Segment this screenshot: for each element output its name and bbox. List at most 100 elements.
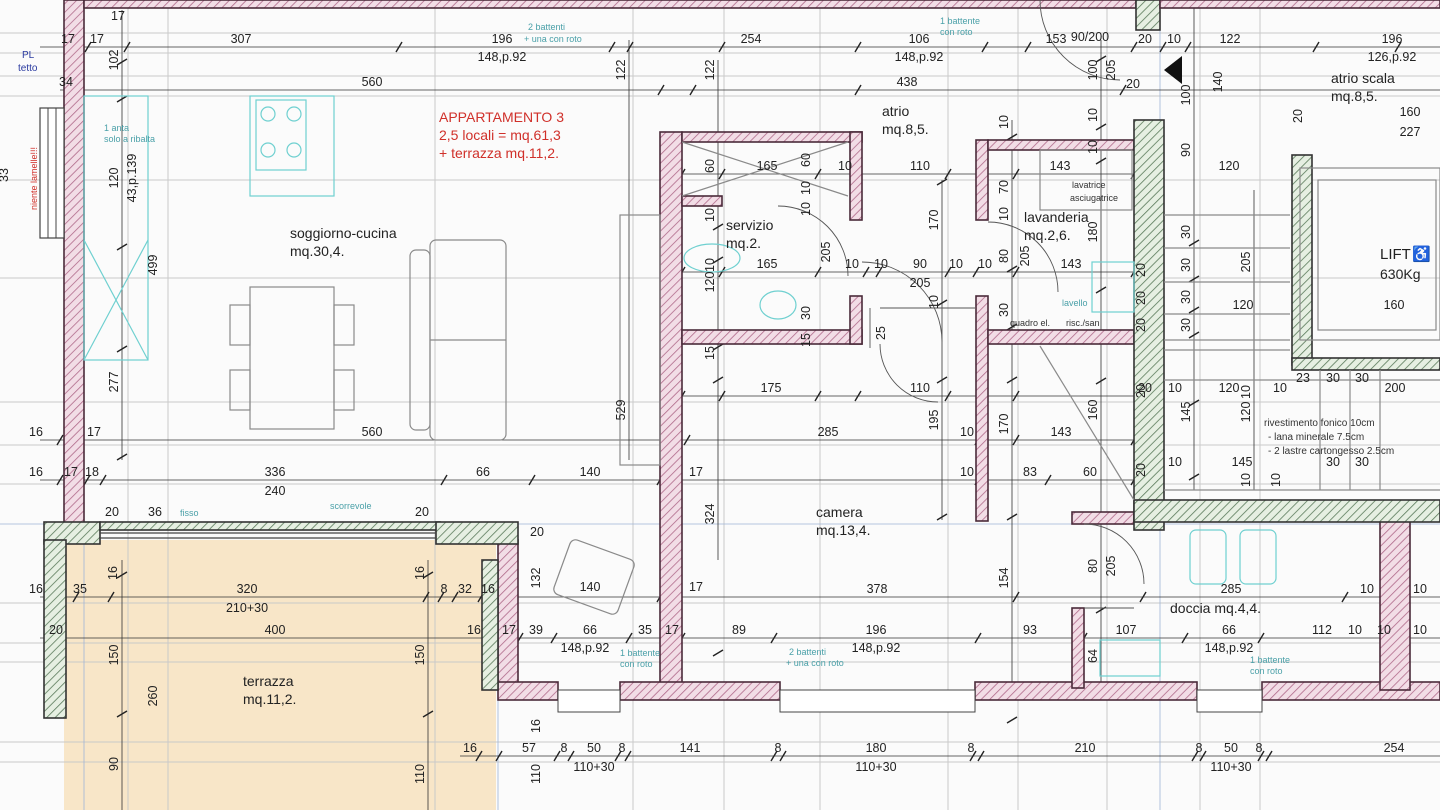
- vertical-dimension-label: 132: [529, 568, 543, 589]
- vertical-dimension-label: 60: [703, 159, 717, 173]
- dimension-label: 20: [415, 505, 429, 519]
- dimension-label: 23: [1296, 371, 1310, 385]
- vertical-dimension-label: 122: [703, 60, 717, 81]
- dimension-label: 175: [761, 381, 782, 395]
- room-area-terrazza: mq.11,2.: [243, 691, 296, 707]
- vertical-dimension-label: 30: [997, 303, 1011, 317]
- dimension-label: 254: [741, 32, 762, 46]
- dimension-label: 8: [619, 741, 626, 755]
- dimension-label: 83: [1023, 465, 1037, 479]
- furniture: [83, 95, 1440, 677]
- vertical-dimension-label: 10: [703, 208, 717, 222]
- dimension-label: 148,p.92: [1205, 641, 1254, 655]
- dimension-label: 16: [29, 425, 43, 439]
- vertical-dimension-label: 120: [1239, 402, 1253, 423]
- vertical-dimension-label: 10: [1269, 473, 1283, 487]
- walls: [43, 0, 1440, 719]
- vertical-dimension-label: 205: [1239, 252, 1253, 273]
- dimension-label: 160: [1384, 298, 1405, 312]
- tetto-note: tetto: [18, 63, 38, 74]
- dimension-label: 10: [1168, 381, 1182, 395]
- niente-note: niente lamelle!!!: [29, 147, 39, 210]
- dimension-label: 120: [1219, 381, 1240, 395]
- dimension-label: 110: [910, 159, 930, 173]
- dimension-label: 30: [1355, 455, 1369, 469]
- roto-bottom-1: con roto: [620, 659, 653, 669]
- room-area-atrio: mq.8,5.: [882, 121, 929, 137]
- dimension-label: 10: [960, 465, 974, 479]
- dimension-label: 160: [1400, 105, 1421, 119]
- ribalta-note: solo a ribalta: [104, 134, 155, 144]
- vertical-dimension-label: 80: [997, 249, 1011, 263]
- vertical-dimension-label: 20: [1134, 463, 1148, 477]
- apartment-title: APPARTAMENTO 3: [439, 109, 564, 125]
- vertical-dimension-label: 16: [106, 566, 120, 580]
- vertical-dimension-label: 20: [1134, 291, 1148, 305]
- vertical-dimension-label: 324: [703, 504, 717, 525]
- dimension-label: 205: [910, 276, 931, 290]
- battenti-bottom: 2 battenti: [789, 647, 826, 657]
- dimension-label: 66: [476, 465, 490, 479]
- dimension-label: 10: [838, 159, 852, 173]
- vertical-dimension-label: 60: [799, 153, 813, 167]
- vertical-dimension-label: 150: [413, 645, 427, 666]
- dimension-label: 30: [1326, 455, 1340, 469]
- dimension-label: 400: [265, 623, 286, 637]
- dimension-label: 120: [1219, 159, 1240, 173]
- vertical-dimension-label: 205: [1104, 556, 1118, 577]
- dimension-label: 10: [1413, 623, 1427, 637]
- room-area-servizio: mq.2.: [726, 235, 761, 251]
- dimension-label: 196: [866, 623, 887, 637]
- dimension-label: 8: [775, 741, 782, 755]
- dimension-label: 141: [680, 741, 701, 755]
- dimension-label: 17: [665, 623, 679, 637]
- vertical-dimension-label: 170: [997, 414, 1011, 435]
- dimension-label: 8: [1196, 741, 1203, 755]
- dimension-label: 285: [818, 425, 839, 439]
- dimension-label: 336: [265, 465, 286, 479]
- dimension-label: 148,p.92: [561, 641, 610, 655]
- vertical-dimension-label: 30: [1179, 225, 1193, 239]
- dimension-label: 112: [1312, 623, 1332, 637]
- dimension-label: 18: [85, 465, 99, 479]
- dimension-label: 90/200: [1071, 30, 1109, 44]
- dimension-label: 66: [583, 623, 597, 637]
- room-name-servizio: servizio: [726, 217, 774, 233]
- vertical-dimension-label: 16: [413, 566, 427, 580]
- dimension-label: 148,p.92: [852, 641, 901, 655]
- dimension-label: 110+30: [1210, 760, 1251, 774]
- vertical-dimension-label: 205: [1018, 246, 1032, 267]
- dimension-label: 560: [362, 425, 383, 439]
- vertical-dimension-label: 160: [1086, 400, 1100, 421]
- dimension-label: 10: [1360, 582, 1374, 596]
- room-area-soggiorno: mq.30,4.: [290, 243, 344, 259]
- dimension-label: 32: [458, 582, 472, 596]
- dimension-label: 180: [866, 741, 887, 755]
- dimension-label: 10: [1273, 381, 1287, 395]
- dimension-label: 57: [522, 741, 536, 755]
- dimension-label: 8: [1256, 741, 1263, 755]
- battente-top: 1 battente: [940, 16, 980, 26]
- vertical-dimension-label: 180: [1086, 222, 1100, 243]
- dimension-label: 20: [1126, 77, 1140, 91]
- vertical-dimension-label: 100: [1179, 85, 1193, 106]
- vertical-dimension-label: 260: [146, 686, 160, 707]
- vertical-dimension-label: 150: [107, 645, 121, 666]
- dimension-label: 16: [29, 582, 43, 596]
- dimension-label: 210+30: [226, 601, 268, 615]
- dimension-label: 10: [1413, 582, 1427, 596]
- dimension-label: 30: [1326, 371, 1340, 385]
- vertical-dimension-label: 205: [819, 242, 833, 263]
- pl-note: PL: [22, 50, 35, 61]
- windows: [39, 107, 1263, 713]
- wheelchair-icon: ♿: [1412, 245, 1431, 263]
- vertical-dimension-label: 80: [1086, 559, 1100, 573]
- dimension-label: 110+30: [855, 760, 896, 774]
- dimension-label: 143: [1061, 257, 1082, 271]
- dimension-label: 50: [587, 741, 601, 755]
- dimension-label: 140: [580, 465, 601, 479]
- vertical-dimension-label: 30: [1179, 290, 1193, 304]
- vertical-dimension-label: 30: [1179, 258, 1193, 272]
